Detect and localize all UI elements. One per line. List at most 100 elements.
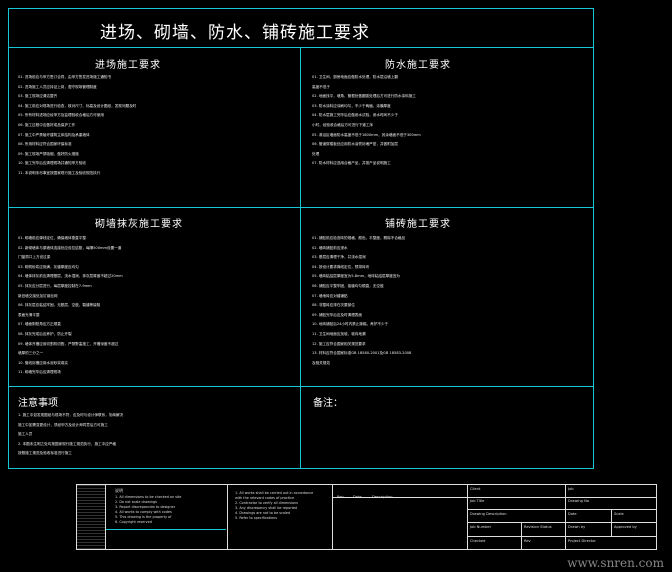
text-line: 2. Do not scale drawings (115, 500, 157, 504)
text-line: 6. Copyright reserved (115, 520, 152, 524)
text-line: 3. Any discrepancy shall be reported (235, 506, 298, 510)
title-divider (8, 47, 594, 48)
text-line: 09. 施工现场严禁吸烟，做好防火措施 (18, 151, 79, 156)
text-line: 4. Drawings are not to be scaled (235, 511, 291, 515)
field-rev: Rev (524, 539, 531, 543)
text-line: 1. All works shall be carried out in acc… (235, 491, 314, 495)
drawing-title: 进场、砌墙、防水、铺砖施工要求 (100, 23, 370, 43)
field-job-number: Job Number (470, 525, 492, 529)
text-line: 5. This drawing is the property of (115, 515, 172, 519)
text-line: 04. 施工前应对现场进行检查，核对尺寸、标高及设计图纸，发现问题及时 (18, 103, 137, 108)
text-line: 4. All works to comply with codes (115, 510, 172, 514)
text-line: 施工人员 (18, 432, 33, 437)
remarks-title: 备注： (313, 398, 343, 409)
title-block-notes-label: 说明 (115, 488, 123, 493)
text-line: 06. 施工过程中应做好成品保护工作 (18, 122, 76, 127)
notes-lines: 1. 施工中如发现图纸与现场不符，应及时与设计师联系，协商解决 施工中如需变更设… (18, 411, 123, 459)
rev-header: Rev (337, 495, 344, 499)
text-line: 按照施工规范及验收标准进行施工 (18, 451, 72, 456)
section-waterproof-lines: 01. 卫生间、厨房地面应做防水处理，防水层沿墙上翻 高度不低于 02. 地面找平… (312, 73, 421, 169)
text-line: 1. All dimensions to be checked on site (115, 495, 182, 499)
field-date: Date (568, 512, 577, 516)
text-line: 处理 (312, 151, 320, 156)
text-line: 03. 基层应清理干净，并浇水湿润 (312, 255, 366, 260)
text-line: 01. 卫生间、厨房地面应做防水处理，防水层沿墙上翻 (312, 75, 398, 79)
text-line: 04. 按设计要求弹线定位，预排砖块 (312, 264, 370, 269)
drawing-frame (8, 8, 594, 469)
text-line: 02. 进场施工人员应持证上岗，遵守现场管理制度 (18, 84, 97, 89)
text-line: 小时，经验收合格后方可进行下道工序 (312, 122, 374, 127)
title-block-hatch (77, 485, 105, 549)
text-line: 08. 抹灰完成后应养护，防止开裂 (18, 331, 72, 336)
field-job: Job (568, 487, 574, 491)
text-line: 05. 墙砖粘结层厚度宜为5-8mm，地砖粘结层厚度宜为 (312, 274, 401, 279)
text-line: 02. 新砌墙体与原墙体连接处应设拉结筋，每隔500mm设置一道 (18, 245, 122, 250)
text-line: 3. Report discrepancies to designer (115, 505, 176, 509)
section-title-waterproof: 防水施工要求 (385, 60, 451, 71)
text-line: 表面光滑平整 (18, 312, 40, 317)
text-line: 07. 墙地砖应对缝铺贴 (312, 293, 348, 298)
field-drawn-by: Drawn by (568, 525, 586, 529)
text-line: 03. 砌筑砂浆应饱满，灰缝厚度应均匀 (18, 264, 79, 269)
text-line: 5. Refer to specifications (235, 516, 277, 520)
notes-title: 注意事项 (18, 398, 58, 409)
description-header: Description (372, 495, 393, 499)
field-approved-by: Approved by (614, 525, 637, 529)
text-line: 04. 防水层施工完毕后应做闭水试验，闭水时间不少于 (312, 113, 398, 118)
field-client: Client (470, 487, 481, 491)
text-line: 09. 铺贴完毕后应及时清理表面 (312, 312, 362, 317)
text-line: 10. 管线封槽应用水泥砂浆填实 (18, 360, 68, 365)
text-line: 07. 施工中严禁破坏建筑主体结构及承重墙体 (18, 132, 90, 137)
text-line: 施工中如需变更设计，须经甲方及设计师同意后方可施工 (18, 422, 108, 427)
text-line: 13. 材料应符合国家标准GB 18580-2001及GB 18583-2008 (312, 351, 412, 356)
text-line: 11. 砌墙完毕后应清理现场 (18, 370, 61, 375)
text-line: 01. 进场前应与甲方签订合同，由甲方签发进场施工通知书 (18, 75, 112, 79)
text-line: 01. 铺贴前应检查砖的规格、颜色、平整度，剔除不合格品 (312, 236, 406, 240)
text-line: 高度不低于 (312, 84, 330, 89)
text-line: 1. 施工中如发现图纸与现场不符，应及时与设计师联系，协商解决 (18, 413, 124, 417)
section-tiling-lines: 01. 铺贴前应检查砖的规格、颜色、平整度，剔除不合格品 02. 墙砖铺贴前应浸水… (312, 234, 411, 368)
text-line: 06. 铺贴应平整牢固，接缝均匀顺直，无空鼓 (312, 283, 384, 288)
text-line: 新旧墙交接处加钉钢丝网 (18, 293, 58, 298)
text-line: 2. Contractor to verify all dimensions (235, 501, 298, 505)
text-line: 02. 墙砖铺贴前应浸水 (312, 245, 348, 250)
field-scale: Scale (614, 512, 624, 516)
field-checked: Checked (470, 539, 486, 543)
text-line: 03. 防水涂料应涂刷均匀，不少于两遍，涂膜厚度 (312, 103, 391, 108)
section-title-masonry: 砌墙抹灰施工要求 (95, 219, 183, 230)
text-line: 11. 本说明未尽事宜按国家现行施工及验收规范执行 (18, 170, 101, 175)
text-line: 05. 抹灰应分层进行，每层厚度控制在7-9mm (18, 283, 92, 288)
field-job-title: Job Title (470, 499, 485, 503)
title-block-mid-notes: 1. All works shall be carried out in acc… (235, 491, 313, 521)
row-divider-2 (8, 386, 594, 387)
section-title-entry: 进场施工要求 (95, 60, 161, 71)
text-line: 门窗洞口上方设过梁 (18, 255, 51, 260)
text-line: 12. 施工应符合国家相关规范要求 (312, 341, 366, 346)
text-line: 11. 卫生间地面应找坡，坡向地漏 (312, 331, 366, 336)
text-line: 01. 砌墙前应弹线定位，确保墙体垂直平整 (18, 236, 86, 240)
text-line: 2. 本图未注明之处均按国家现行施工规范执行，施工中应严格 (18, 441, 117, 446)
text-line: 墙厚的三分之一 (18, 351, 44, 356)
center-divider (300, 47, 301, 469)
title-block: 说明 1. All dimensions to be checked on si… (76, 484, 657, 550)
text-line: 08. 非整砖应排在次要部位 (312, 303, 355, 308)
text-line: 04. 墙体抹灰前应清理基层，浇水湿润，抹灰层厚度不超过20mm (18, 274, 123, 279)
text-line: 05. 所有材料进场应经甲方及监理验收合格后方可使用 (18, 113, 104, 118)
text-line: 02. 地面找平，墙角、管根处做圆弧处理后方可进行防水涂料施工 (312, 94, 416, 99)
text-line: 09. 墙体开槽应用切割机切割，严禁野蛮施工，开槽深度不超过 (18, 341, 119, 346)
section-title-tiling: 铺砖施工要求 (385, 219, 451, 230)
field-revision-status: Revision Status (524, 525, 552, 529)
text-line: 10. 施工完毕后应清理现场并通知甲方验收 (18, 161, 86, 166)
field-drawing-no: Drawing No (568, 499, 589, 503)
text-line: 10. 地砖铺贴后24小时内禁止踩踏，养护不少于 (312, 322, 389, 327)
field-project-director: Project Director (568, 539, 596, 543)
text-line: 07. 防水材料应选用合格产品，并按产品说明施工 (312, 161, 391, 166)
text-line: 03. 施工现场应清洁整齐 (18, 94, 58, 99)
text-line: 及相关规范 (312, 360, 330, 365)
text-line: 07. 墙面阴阳角应方正顺直 (18, 322, 61, 327)
text-line: with the relevant codes of practice (235, 496, 295, 500)
section-masonry-lines: 01. 砌墙前应弹线定位，确保墙体垂直平整 02. 新砌墙体与原墙体连接处应设拉结… (18, 234, 123, 378)
text-line: 06. 抹灰层应粘结牢固，无脱层、空鼓、裂缝等缺陷 (18, 303, 101, 308)
date-header: Date (353, 495, 362, 499)
